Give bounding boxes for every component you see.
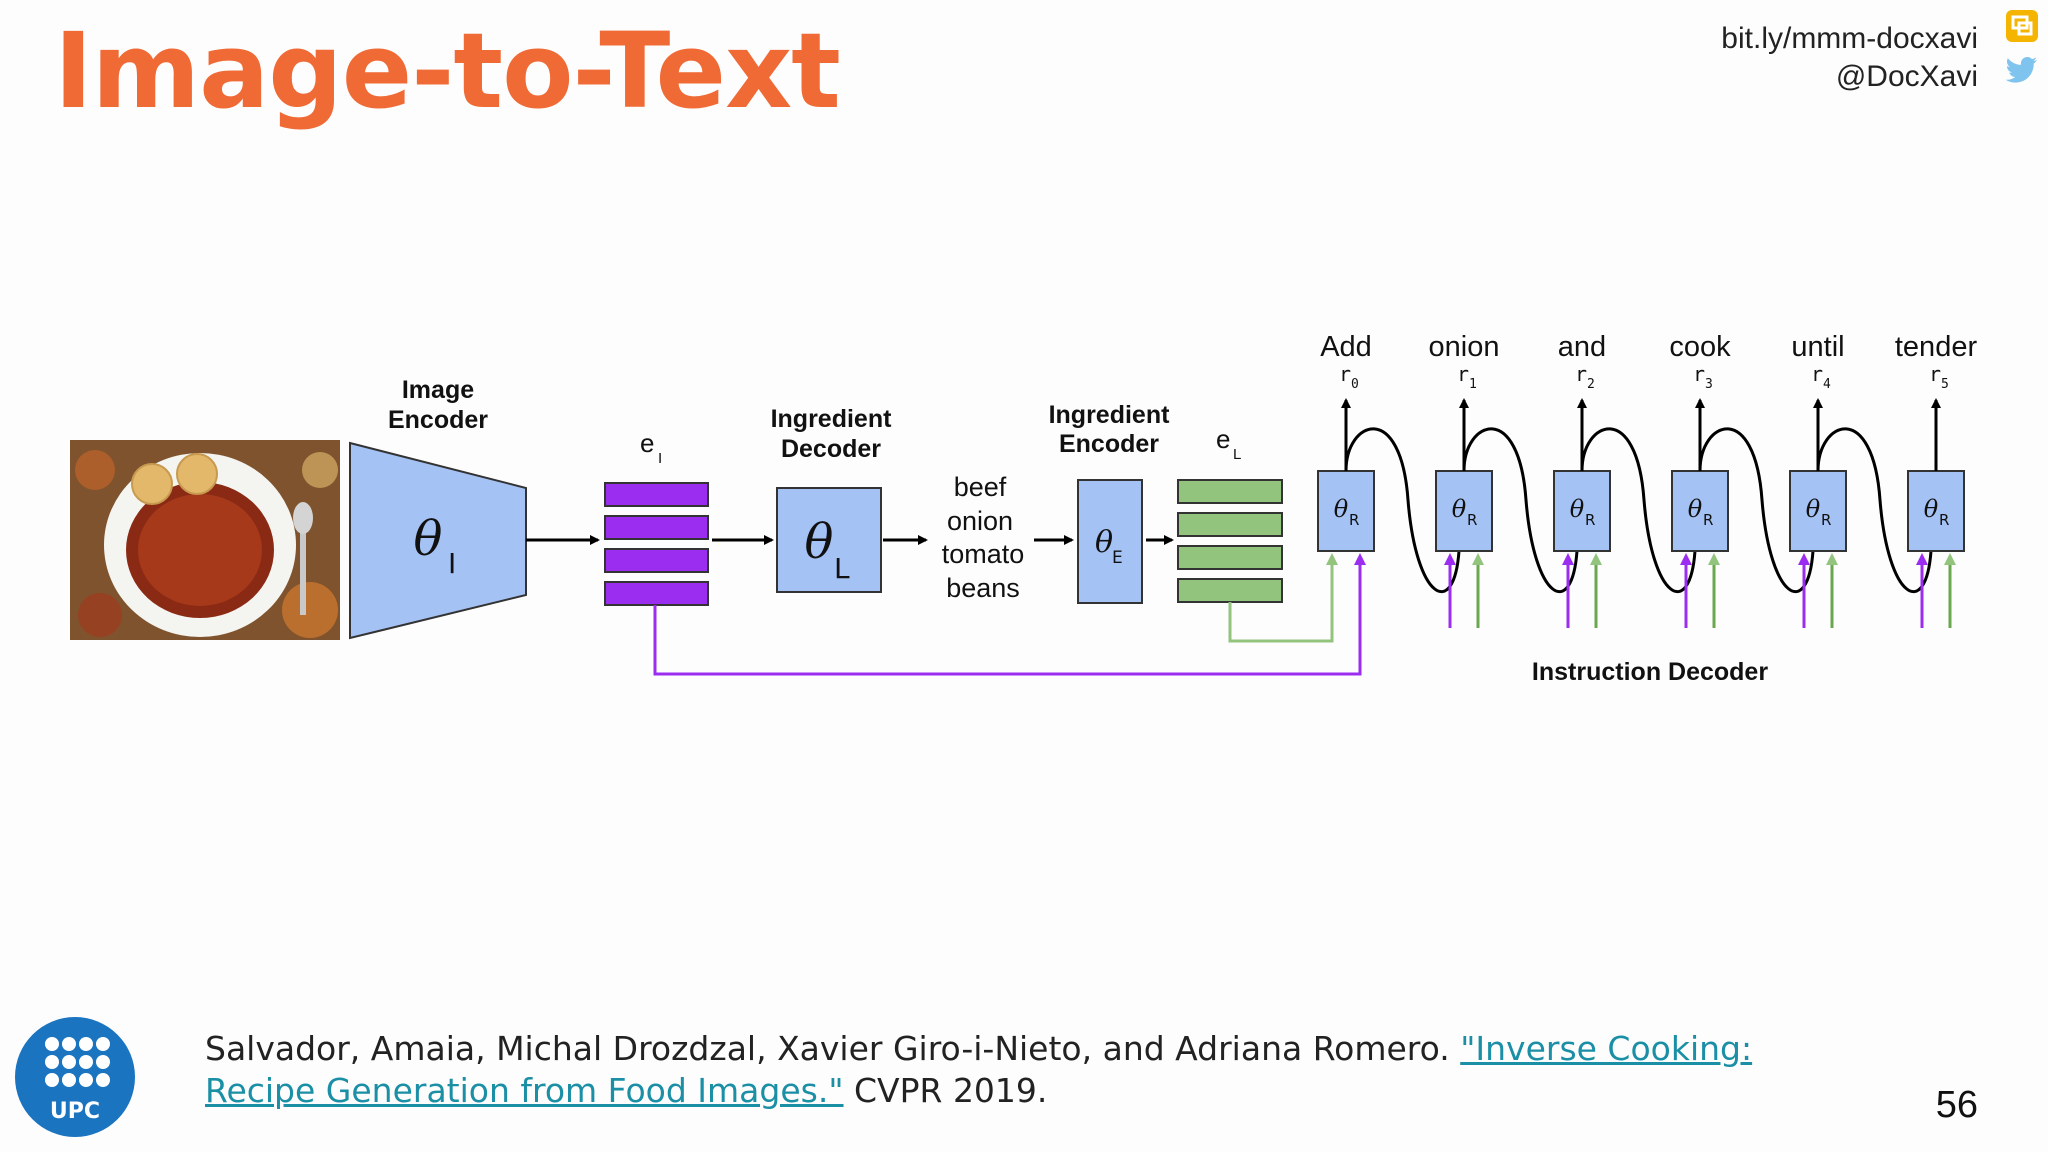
el-sub: L bbox=[1233, 446, 1241, 463]
ingredient-2: tomato bbox=[942, 539, 1025, 569]
decoder-step-sub-5: 5 bbox=[1941, 377, 1949, 392]
decoder-cell-1 bbox=[1435, 470, 1493, 552]
el-embeddings bbox=[1177, 479, 1283, 603]
decoder-step-sub-1: 1 bbox=[1469, 377, 1477, 392]
decoder-step-0: r bbox=[1339, 362, 1351, 386]
twitter-handle[interactable]: @DocXavi bbox=[1835, 60, 1978, 93]
food-photo bbox=[70, 440, 340, 640]
ingredient-decoder-label-2: Decoder bbox=[781, 435, 881, 463]
twitter-icon bbox=[2005, 57, 2037, 83]
decoder-step-5: r bbox=[1929, 362, 1941, 386]
ei-embeddings bbox=[604, 482, 709, 606]
decoder-step-3: r bbox=[1693, 362, 1705, 386]
decoder-cell-theta-3: θ bbox=[1688, 495, 1703, 523]
decoder-cell-sub-1: R bbox=[1467, 511, 1477, 529]
decoder-cell-3 bbox=[1671, 470, 1729, 552]
decoder-cell-5 bbox=[1907, 470, 1965, 552]
decoder-cell-theta-0: θ bbox=[1334, 495, 1349, 523]
ingredient-decoder-label-1: Ingredient bbox=[771, 405, 893, 433]
reference-link[interactable]: "Inverse Cooking: Recipe Generation from… bbox=[205, 1029, 1753, 1110]
ingredient-encoder-block bbox=[1077, 479, 1143, 604]
decoder-step-sub-4: 4 bbox=[1823, 377, 1831, 392]
ingredient-0: beef bbox=[954, 472, 1007, 502]
decoder-word-1: onion bbox=[1429, 331, 1500, 363]
decoder-cell-sub-3: R bbox=[1703, 511, 1713, 529]
decoder-recurrence-4 bbox=[1816, 427, 1933, 594]
instruction-decoder-label: Instruction Decoder bbox=[1532, 658, 1768, 686]
decoder-cell-sub-2: R bbox=[1585, 511, 1595, 529]
decoder-cell-sub-0: R bbox=[1349, 511, 1359, 529]
decoder-cell-theta-2: θ bbox=[1570, 495, 1585, 523]
slides-link[interactable]: bit.ly/mmm-docxavi bbox=[1721, 22, 1978, 55]
ingredient-decoder-theta: θ bbox=[805, 514, 834, 570]
image-encoder-sub: I bbox=[448, 547, 456, 580]
upc-logo: UPC bbox=[15, 1017, 135, 1137]
reference-authors: Salvador, Amaia, Michal Drozdzal, Xavier… bbox=[205, 1029, 1461, 1068]
el-label: e bbox=[1216, 424, 1230, 454]
decoder-word-3: cook bbox=[1669, 331, 1731, 363]
ingredient-encoder-sub: E bbox=[1112, 548, 1123, 568]
ingredient-encoder-label-1: Ingredient bbox=[1049, 401, 1171, 429]
decoder-cell-sub-5: R bbox=[1939, 511, 1949, 529]
ingredient-decoder-block bbox=[776, 487, 882, 593]
decoder-cell-sub-4: R bbox=[1821, 511, 1831, 529]
ingredient-1: onion bbox=[947, 506, 1013, 536]
slide-title: Image-to-Text bbox=[54, 10, 841, 132]
decoder-step-2: r bbox=[1575, 362, 1587, 386]
decoder-cell-theta-1: θ bbox=[1452, 495, 1467, 523]
upc-logo-text: UPC bbox=[50, 1099, 100, 1124]
decoder-step-sub-0: 0 bbox=[1351, 377, 1359, 392]
decoder-step-sub-2: 2 bbox=[1587, 377, 1595, 392]
ingredient-encoder-theta: θ bbox=[1095, 525, 1113, 560]
decoder-cell-theta-5: θ bbox=[1924, 495, 1939, 523]
decoder-word-2: and bbox=[1558, 331, 1606, 363]
decoder-recurrence-3 bbox=[1698, 427, 1815, 594]
decoder-word-0: Add bbox=[1320, 331, 1372, 363]
page-number: 56 bbox=[1935, 1084, 1978, 1126]
inverse-cooking-diagram: Image Encoder θ I e I Ingredient Decoder… bbox=[70, 331, 1978, 686]
decoder-word-4: until bbox=[1791, 331, 1844, 363]
decoder-word-5: tender bbox=[1895, 331, 1978, 363]
image-encoder-theta: θ bbox=[414, 511, 443, 567]
ingredient-encoder-label-2: Encoder bbox=[1059, 430, 1159, 458]
ei-to-decoder-line bbox=[653, 553, 1366, 676]
el-to-decoder-line bbox=[1228, 553, 1338, 643]
image-encoder-block bbox=[349, 441, 527, 640]
reference-venue: CVPR 2019. bbox=[843, 1071, 1048, 1110]
ei-sub: I bbox=[658, 450, 662, 467]
reference: Salvador, Amaia, Michal Drozdzal, Xavier… bbox=[205, 1028, 1805, 1112]
ei-label: e bbox=[640, 428, 654, 458]
decoder-recurrence-0 bbox=[1344, 427, 1461, 594]
ingredient-decoder-sub: L bbox=[834, 552, 850, 585]
decoder-step-sub-3: 3 bbox=[1705, 377, 1713, 392]
decoder-cell-0 bbox=[1317, 470, 1375, 552]
ingredient-3: beans bbox=[946, 573, 1020, 603]
slides-icon bbox=[2006, 10, 2038, 42]
decoder-recurrence-2 bbox=[1580, 427, 1697, 594]
decoder-step-4: r bbox=[1811, 362, 1823, 386]
decoder-step-1: r bbox=[1457, 362, 1469, 386]
upc-logo-dots bbox=[45, 1037, 110, 1087]
decoder-cell-theta-4: θ bbox=[1806, 495, 1821, 523]
image-encoder-label-2: Encoder bbox=[388, 406, 488, 434]
image-encoder-label-1: Image bbox=[402, 376, 474, 404]
author-info: bit.ly/mmm-docxavi @DocXavi bbox=[1721, 20, 1978, 96]
decoder-recurrence-1 bbox=[1462, 427, 1579, 594]
